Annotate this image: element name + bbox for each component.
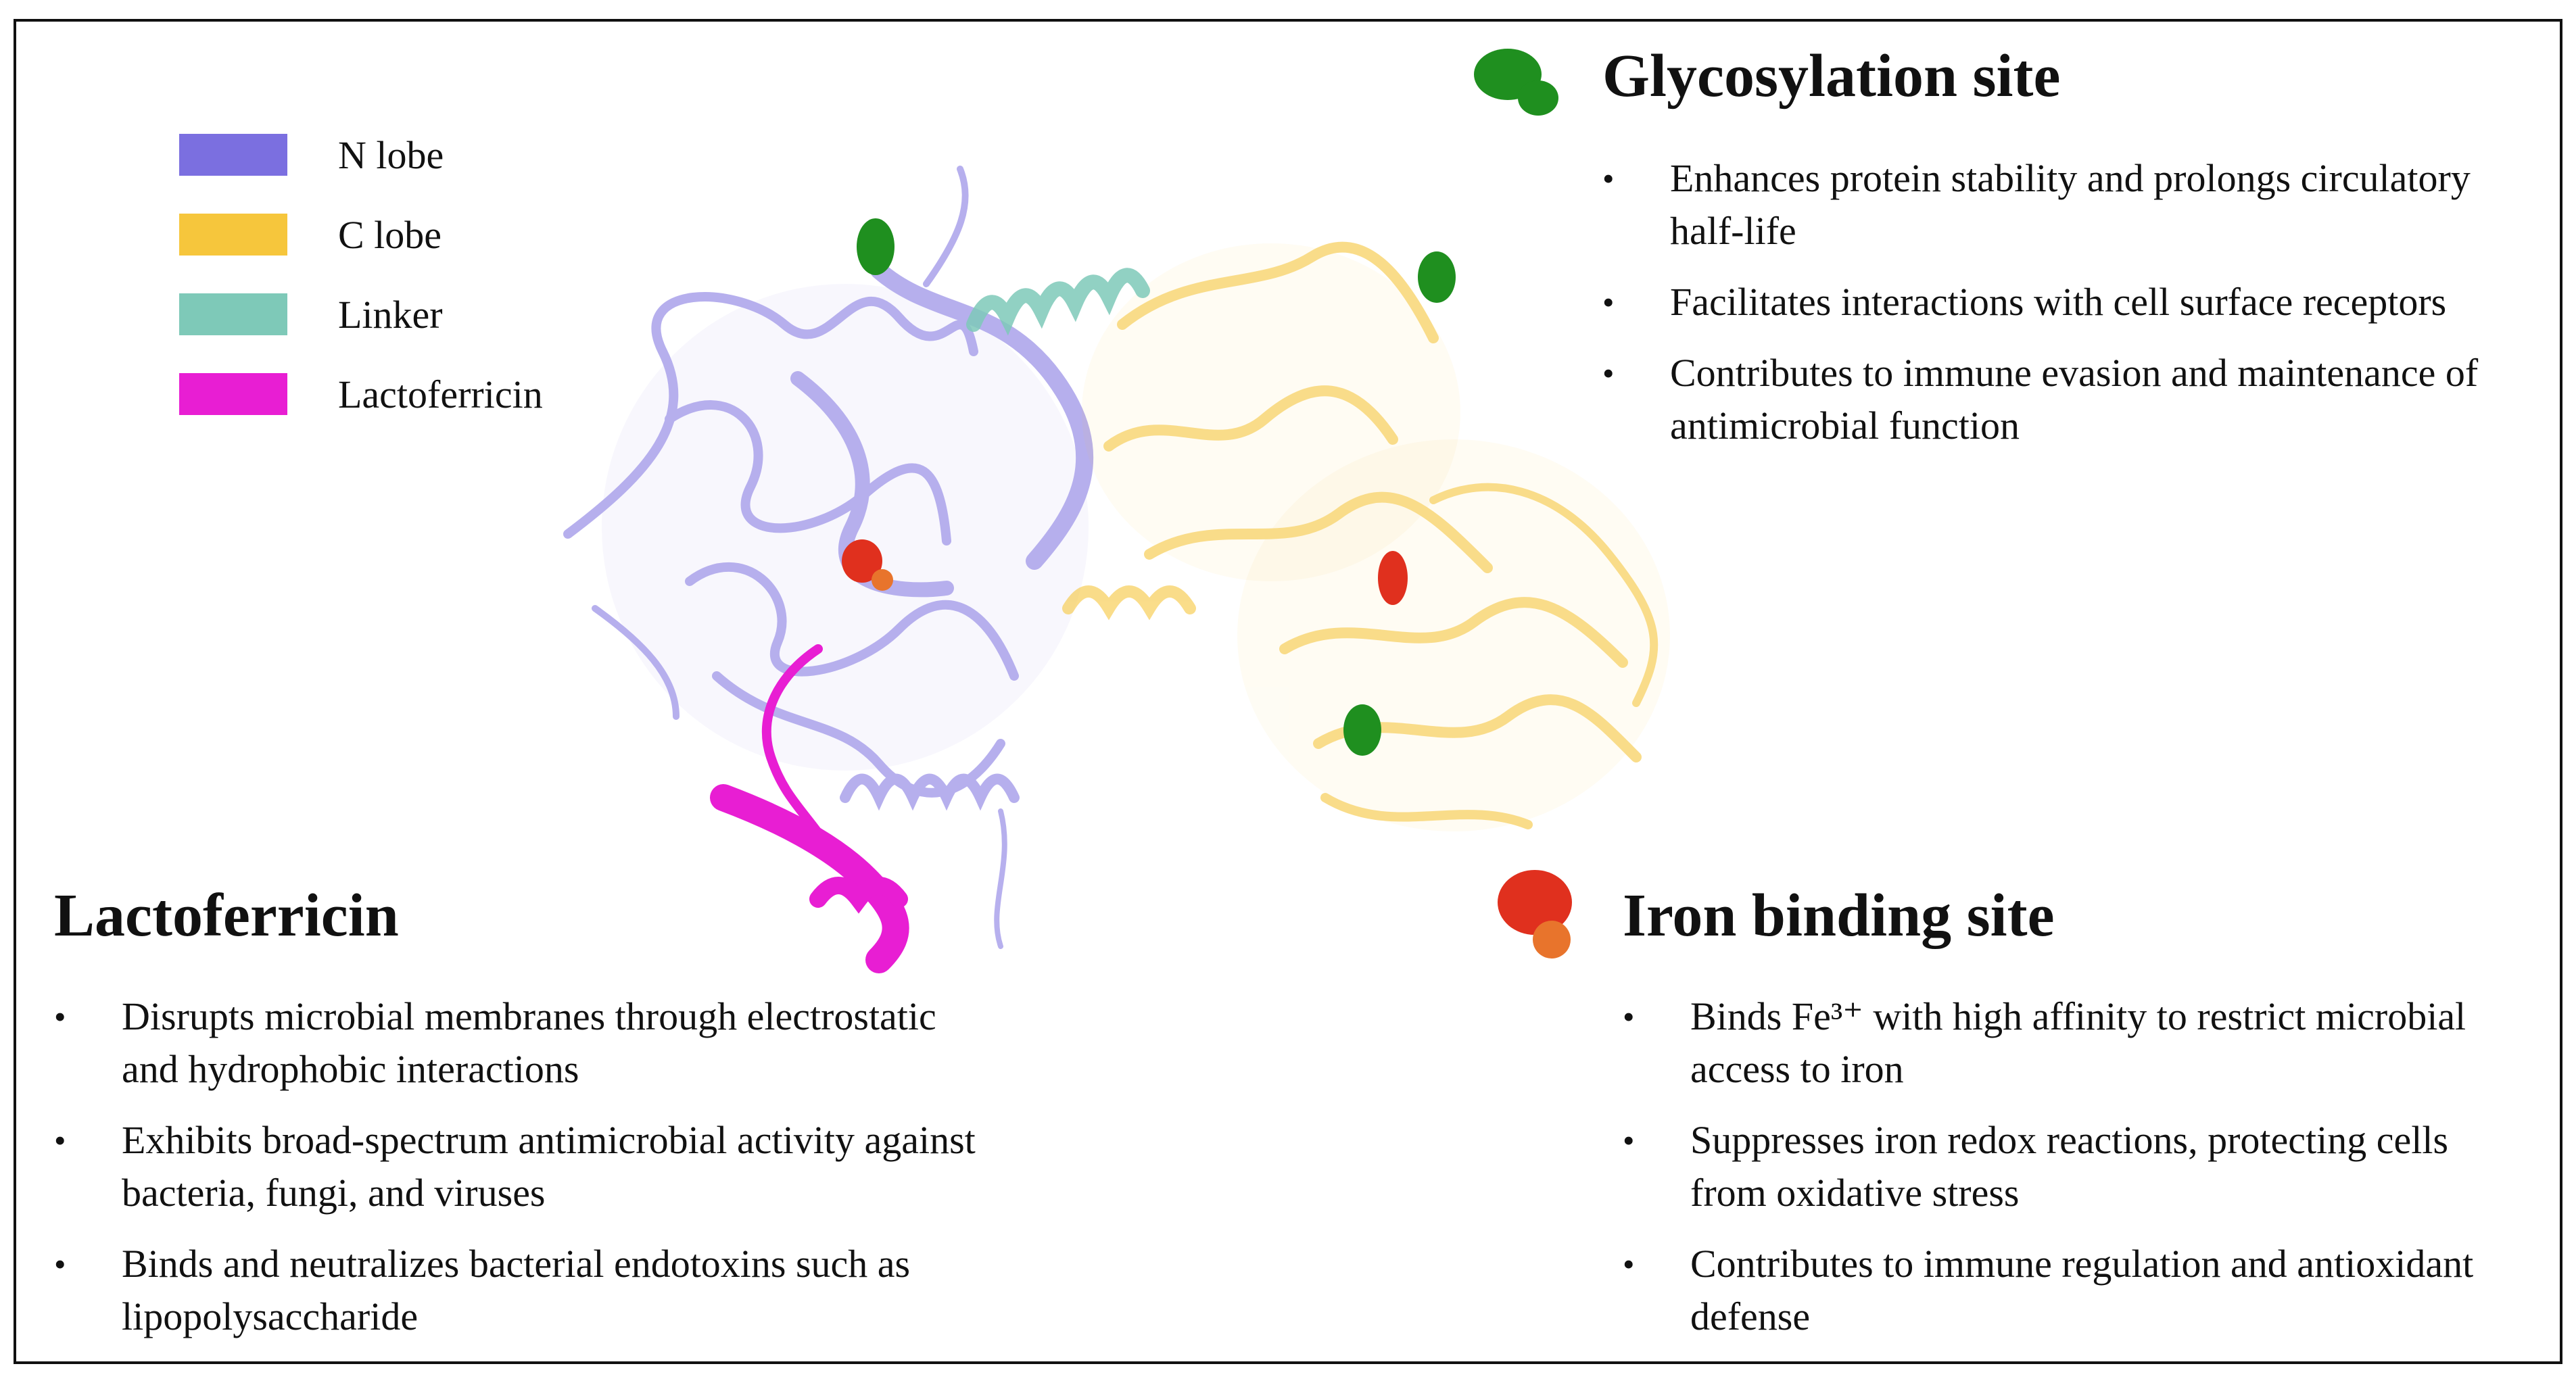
bullet-dot: • bbox=[54, 1245, 66, 1283]
legend-swatch bbox=[179, 214, 287, 256]
bullet-dot: • bbox=[54, 1121, 66, 1159]
legend-item-n-lobe: N lobe bbox=[179, 115, 543, 195]
bullet-text: Binds Fe³⁺ with high affinity to restric… bbox=[1690, 994, 2466, 1091]
legend-item-lactoferricin: Lactoferricin bbox=[179, 354, 543, 434]
legend: N lobe C lobe Linker Lactoferricin bbox=[179, 115, 543, 434]
lactoferricin-title: Lactoferricin bbox=[54, 882, 399, 949]
lactoferricin-ribbon bbox=[710, 644, 909, 973]
list-item: • Binds Fe³⁺ with high affinity to restri… bbox=[1623, 990, 2522, 1096]
bullet-dot: • bbox=[1602, 160, 1615, 197]
bullet-dot: • bbox=[1602, 354, 1615, 392]
bullet-text: Facilitates interactions with cell surfa… bbox=[1670, 280, 2447, 324]
iron-icon bbox=[1498, 870, 1572, 959]
legend-item-linker: Linker bbox=[179, 274, 543, 354]
glycosylation-icon bbox=[1474, 49, 1558, 116]
bullet-text: Suppresses iron redox reactions, protect… bbox=[1690, 1118, 2449, 1215]
legend-label: Linker bbox=[338, 292, 443, 337]
legend-label: N lobe bbox=[338, 132, 444, 177]
legend-swatch bbox=[179, 293, 287, 335]
list-item: • Enhances protein stability and prolongs… bbox=[1602, 152, 2549, 258]
list-item: • Contributes to immune regulation and an… bbox=[1623, 1238, 2522, 1343]
bullet-text: Binds and neutralizes bacterial endotoxi… bbox=[122, 1242, 911, 1338]
bullet-dot: • bbox=[1623, 1121, 1635, 1159]
bullet-text: Enhances protein stability and prolongs … bbox=[1670, 156, 2471, 253]
bullet-text: Contributes to immune regulation and ant… bbox=[1690, 1242, 2474, 1338]
iron-title: Iron binding site bbox=[1623, 882, 2055, 949]
bullet-dot: • bbox=[54, 998, 66, 1036]
list-item: • Disrupts microbial membranes through el… bbox=[54, 990, 1001, 1096]
list-item: • Facilitates interactions with cell surf… bbox=[1602, 276, 2549, 329]
linker-helix bbox=[966, 268, 1150, 336]
n-lobe-ribbon bbox=[563, 166, 1094, 949]
list-item: • Exhibits broad-spectrum antimicrobial a… bbox=[54, 1114, 1001, 1219]
glycosylation-markers bbox=[857, 218, 1456, 756]
bullet-dot: • bbox=[1602, 283, 1615, 321]
legend-item-c-lobe: C lobe bbox=[179, 195, 543, 274]
list-item: • Binds and neutralizes bacterial endotox… bbox=[54, 1238, 1001, 1343]
bullet-text: Exhibits broad-spectrum antimicrobial ac… bbox=[122, 1118, 976, 1215]
legend-label: C lobe bbox=[338, 212, 442, 257]
iron-bullets: • Binds Fe³⁺ with high affinity to restri… bbox=[1623, 990, 2522, 1361]
bullet-dot: • bbox=[1623, 1245, 1635, 1283]
list-item: • Contributes to immune evasion and maint… bbox=[1602, 347, 2549, 452]
lactoferricin-bullets: • Disrupts microbial membranes through el… bbox=[54, 990, 1001, 1361]
figure-frame bbox=[14, 19, 2562, 1364]
iron-markers bbox=[842, 539, 1408, 605]
bullet-dot: • bbox=[1623, 998, 1635, 1036]
legend-swatch bbox=[179, 373, 287, 415]
list-item: • Suppresses iron redox reactions, protec… bbox=[1623, 1114, 2522, 1219]
legend-label: Lactoferricin bbox=[338, 372, 543, 416]
bullet-text: Contributes to immune evasion and mainte… bbox=[1670, 351, 2479, 447]
bullet-text: Disrupts microbial membranes through ele… bbox=[122, 994, 936, 1091]
glycosylation-title: Glycosylation site bbox=[1602, 43, 2061, 110]
glycosylation-bullets: • Enhances protein stability and prolongs… bbox=[1602, 152, 2549, 470]
legend-swatch bbox=[179, 134, 287, 176]
